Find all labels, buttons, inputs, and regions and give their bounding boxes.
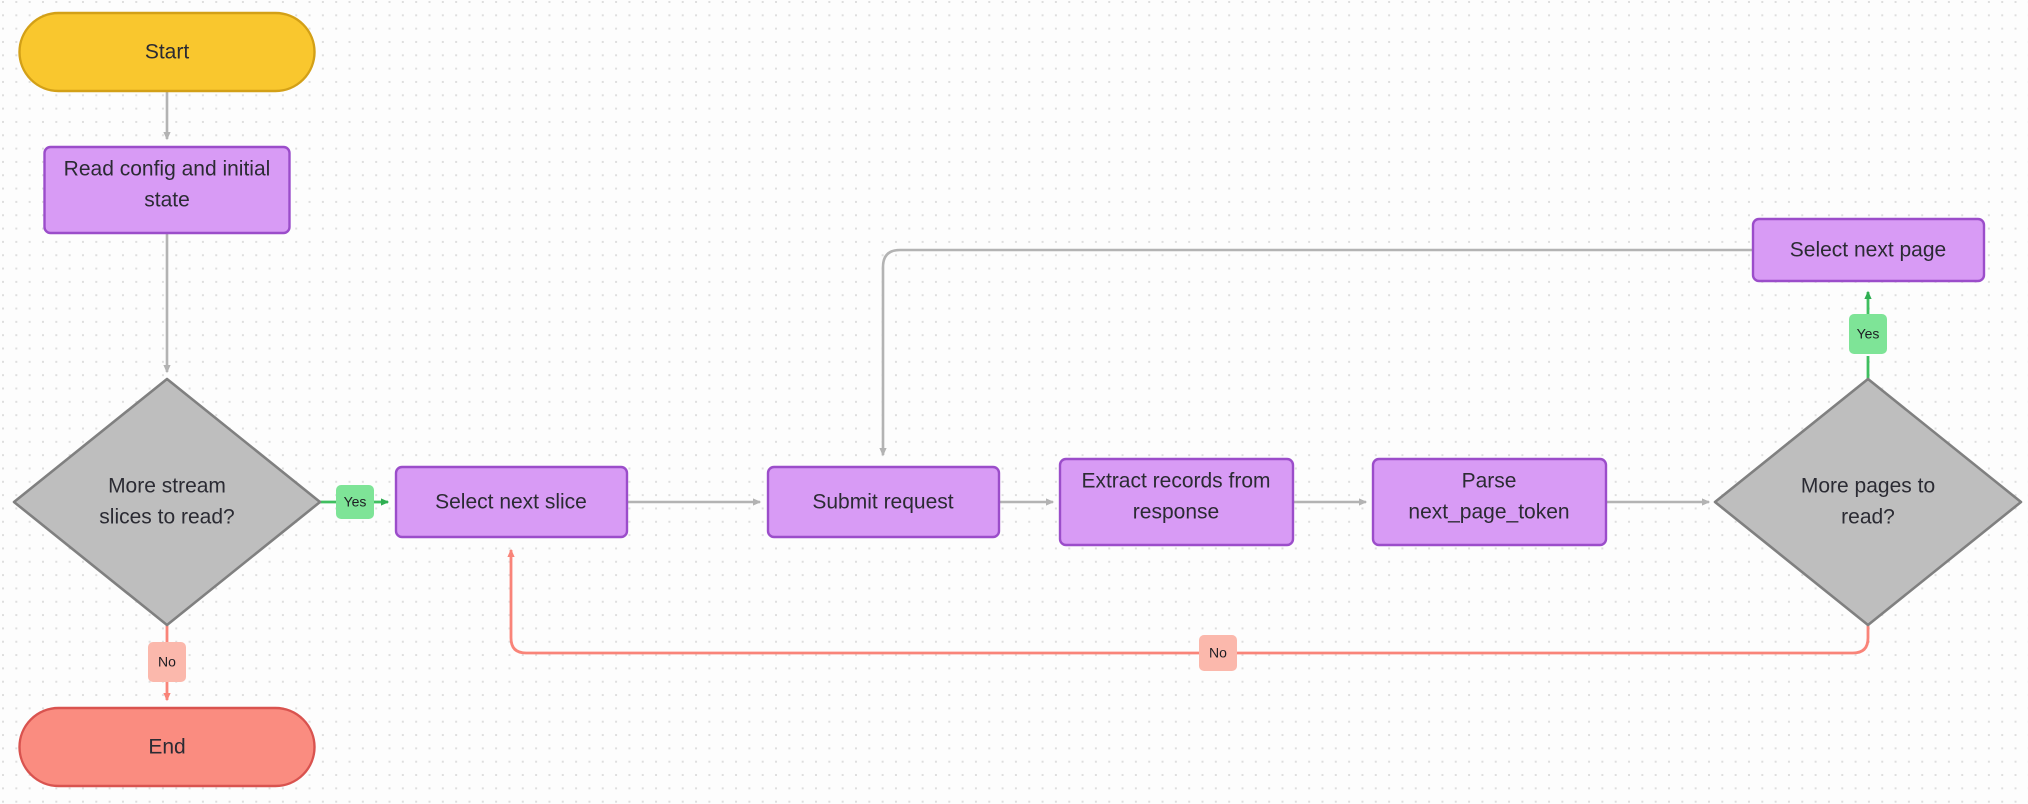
node-more-pages[interactable]: More pages to read? bbox=[1713, 377, 2023, 627]
node-end[interactable]: End bbox=[18, 706, 316, 788]
node-select-next-slice[interactable]: Select next slice bbox=[394, 465, 629, 539]
edge-label-yes-more-pages-bg[interactable] bbox=[1849, 314, 1887, 354]
node-start-shape[interactable] bbox=[18, 11, 316, 93]
node-parse-next-page-token[interactable]: Parse next_page_token bbox=[1371, 457, 1608, 547]
edge-label-yes-more-slices[interactable]: Yes bbox=[336, 485, 374, 519]
edge-next-page-to-submit[interactable] bbox=[879, 248, 1753, 457]
node-read-config-shape[interactable] bbox=[43, 145, 291, 235]
edges-layer bbox=[163, 91, 1872, 702]
edge-label-yes-more-pages[interactable]: Yes bbox=[1849, 314, 1887, 354]
edge-more-pages-no-to-next-slice-tail[interactable] bbox=[507, 548, 1199, 655]
node-select-next-page-shape[interactable] bbox=[1751, 217, 1986, 283]
node-parse-next-page-token-shape[interactable] bbox=[1371, 457, 1608, 547]
node-more-stream-slices[interactable]: More stream slices to read? bbox=[12, 377, 322, 627]
edge-label-no-loop[interactable]: No bbox=[1199, 635, 1237, 671]
node-extract-records-shape[interactable] bbox=[1058, 457, 1295, 547]
edge-label-no-loop-bg[interactable] bbox=[1199, 635, 1237, 671]
node-submit-request-shape[interactable] bbox=[766, 465, 1001, 539]
edge-label-no-end[interactable]: No bbox=[148, 642, 186, 682]
node-select-next-slice-shape[interactable] bbox=[394, 465, 629, 539]
node-extract-records[interactable]: Extract records from response bbox=[1058, 457, 1295, 547]
edge-more-pages-no-to-next-slice[interactable] bbox=[1237, 624, 1870, 655]
nodes-layer: Start Read config and initial state More… bbox=[12, 11, 2023, 788]
node-more-pages-shape[interactable] bbox=[1713, 377, 2023, 627]
node-start[interactable]: Start bbox=[18, 11, 316, 93]
node-submit-request[interactable]: Submit request bbox=[766, 465, 1001, 539]
node-end-shape[interactable] bbox=[18, 706, 316, 788]
edge-label-no-end-bg[interactable] bbox=[148, 642, 186, 682]
edge-label-yes-more-slices-bg[interactable] bbox=[336, 485, 374, 519]
node-select-next-page[interactable]: Select next page bbox=[1751, 217, 1986, 283]
node-read-config[interactable]: Read config and initial state bbox=[43, 145, 291, 235]
node-more-stream-slices-shape[interactable] bbox=[12, 377, 322, 627]
